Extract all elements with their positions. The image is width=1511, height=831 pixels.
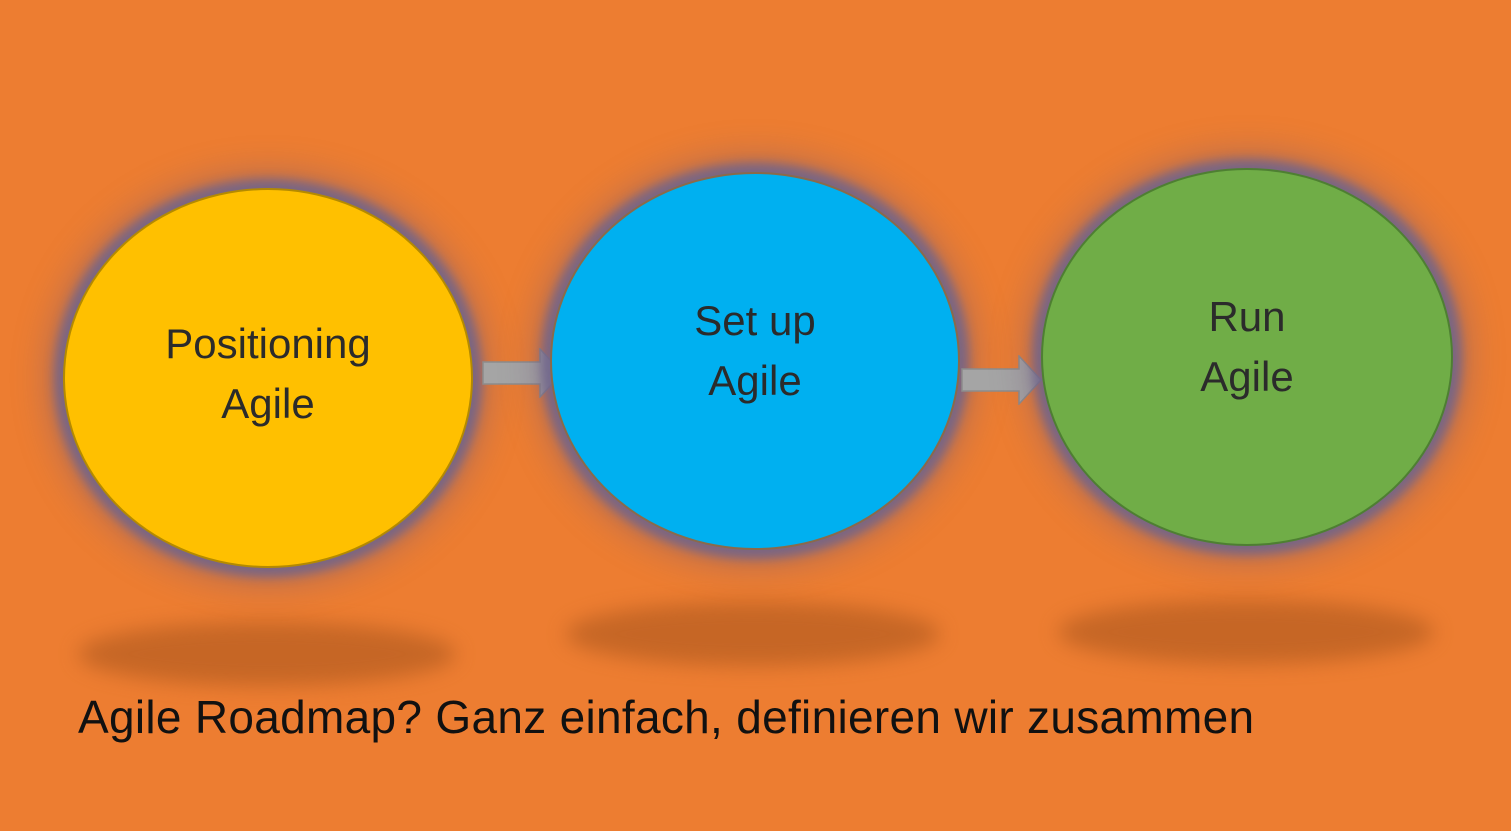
stage-run-agile: Run Agile bbox=[1041, 168, 1453, 546]
stage-label-line1: Set up bbox=[694, 297, 816, 344]
stage-label: Set up Agile bbox=[694, 291, 815, 411]
stage-label-line1: Positioning bbox=[165, 320, 371, 367]
stage-label-line2: Agile bbox=[1200, 353, 1294, 400]
stage-label-line1: Run bbox=[1208, 293, 1286, 340]
stage-label: Run Agile bbox=[1200, 287, 1293, 407]
roadmap-caption: Agile Roadmap? Ganz einfach, definieren … bbox=[78, 691, 1255, 743]
stage-label: Positioning Agile bbox=[165, 314, 370, 434]
stage-label-line2: Agile bbox=[221, 380, 315, 427]
stage-shadow-2 bbox=[566, 602, 940, 666]
arrow-right-icon bbox=[961, 355, 1043, 405]
stage-label-line2: Agile bbox=[708, 357, 802, 404]
stage-positioning-agile: Positioning Agile bbox=[63, 188, 473, 568]
stage-shadow-1 bbox=[78, 622, 456, 686]
stage-set-up-agile: Set up Agile bbox=[550, 172, 960, 550]
stage-shadow-3 bbox=[1058, 600, 1434, 664]
